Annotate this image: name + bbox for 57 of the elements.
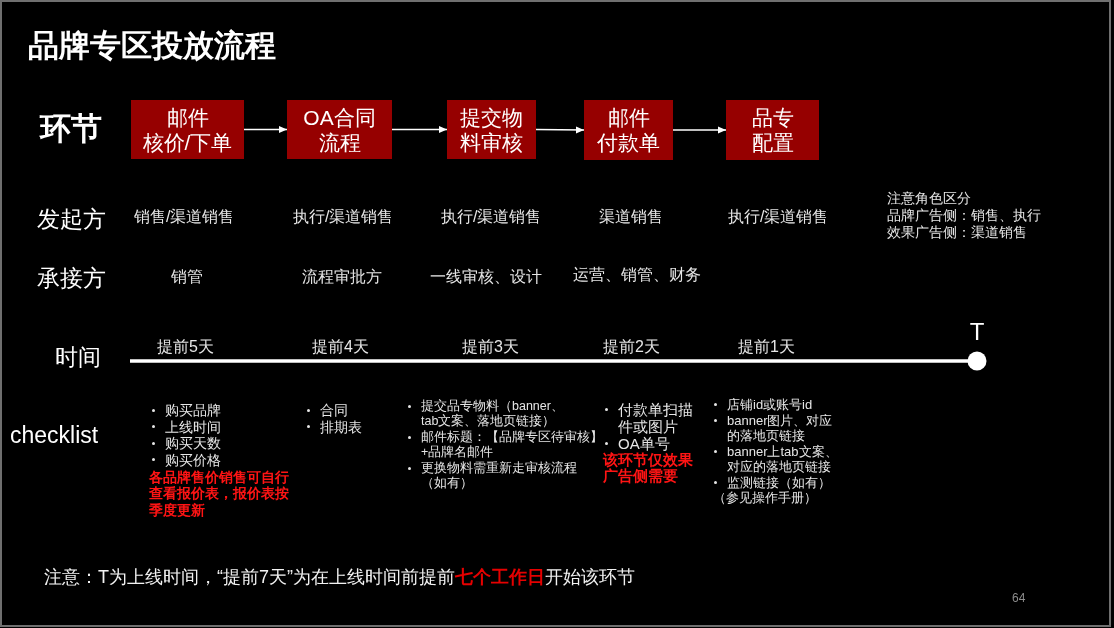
time-label: 提前1天 — [738, 337, 795, 357]
process-box — [287, 100, 392, 159]
checklist-item: 购买品牌 — [150, 402, 221, 419]
process-box — [131, 100, 244, 159]
process-box — [447, 100, 536, 159]
warning-note: 该环节仅效果广告侧需要 — [603, 452, 693, 484]
time-label: 提前3天 — [462, 337, 519, 357]
role-text: 运营、销管、财务 — [573, 265, 701, 285]
checklist-item: 邮件标题：【品牌专区待审核】+品牌名邮件 — [406, 429, 603, 461]
role-text: 渠道销售 — [599, 207, 663, 227]
checklist-item: 监测链接（如有） — [712, 474, 831, 490]
row-heading: 发起方 — [37, 205, 106, 233]
note-text: 效果广告侧：渠道销售 — [887, 224, 1027, 241]
role-text: 流程审批方 — [302, 267, 382, 287]
arrow — [672, 126, 727, 134]
time-label: 提前4天 — [312, 337, 369, 357]
step-label: 邮件付款单 — [597, 105, 660, 155]
role-text: 执行/渠道销售 — [293, 207, 394, 227]
checklist-item: 提交品专物料（banner、tab文案、落地页链接） — [406, 399, 564, 429]
checklist-item: 购买价格 — [150, 451, 221, 468]
checklist-item: （参见操作手册） — [713, 490, 817, 506]
arrow — [391, 126, 448, 133]
checklist-item: 付款单扫描件或图片 — [603, 400, 693, 435]
checklist-item: 店铺id或账号id — [712, 397, 813, 413]
checklist-item: 购买天数 — [150, 435, 221, 452]
arrow — [243, 126, 288, 133]
step-label: 提交物料审核 — [460, 104, 523, 155]
role-text: 执行/渠道销售 — [441, 207, 542, 227]
step-label: 品专配置 — [751, 105, 794, 155]
role-text: 执行/渠道销售 — [728, 207, 829, 227]
slide-title: 品牌专区投放流程 — [28, 27, 276, 65]
process-box — [584, 100, 673, 160]
row-heading: checklist — [10, 422, 99, 448]
checklist-item: 更换物料需重新走审核流程（如有） — [406, 460, 577, 492]
page-number: 64 — [1012, 591, 1026, 605]
step-label: OA合同流程 — [303, 104, 376, 155]
note-text: 品牌广告侧：销售、执行 — [887, 207, 1041, 224]
role-text: 一线审核、设计 — [430, 267, 542, 287]
process-box — [726, 100, 819, 160]
time-label: 提前2天 — [603, 337, 660, 357]
note-text: 注意角色区分 — [887, 190, 971, 207]
row-heading: 环节 — [40, 110, 102, 148]
role-text: 销管 — [171, 267, 203, 287]
warning-note: 各品牌售价销售可自行查看报价表，报价表按季度更新 — [149, 468, 289, 518]
role-text: 销售/渠道销售 — [134, 207, 235, 227]
footnote: 注意：T为上线时间，“提前7天”为在上线时间前提前七个工作日开始该环节 — [44, 566, 635, 588]
step-label: 邮件核价/下单 — [142, 104, 233, 155]
row-heading: 时间 — [55, 343, 101, 371]
checklist-item: 排期表 — [305, 418, 362, 435]
row-heading: 承接方 — [37, 264, 106, 292]
checklist-item: OA单号 — [603, 434, 670, 452]
timeline-end-label: T — [969, 318, 985, 346]
arrow — [535, 126, 585, 134]
time-label: 提前5天 — [157, 337, 214, 357]
checklist-item: 上线时间 — [150, 418, 221, 435]
checklist-item: banner上tab文案、对应的落地页链接 — [712, 443, 838, 475]
checklist-item: 合同 — [305, 402, 348, 419]
